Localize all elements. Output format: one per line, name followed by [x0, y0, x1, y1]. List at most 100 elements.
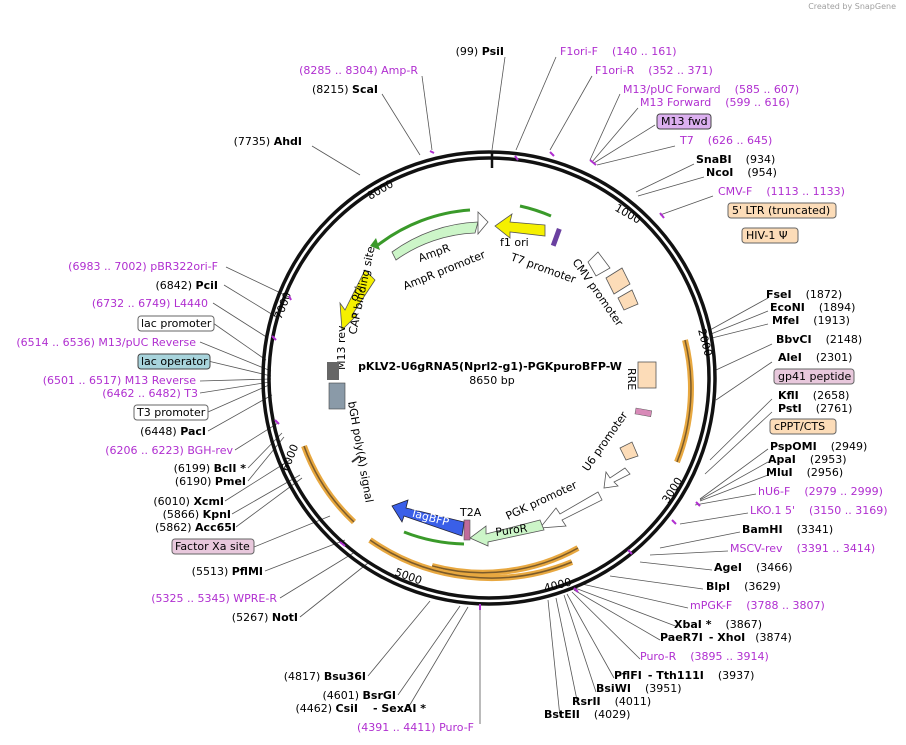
svg-text:XbaI *(3867): XbaI *(3867) [674, 618, 762, 631]
svg-text:BbvCI(2148): BbvCI(2148) [776, 333, 862, 346]
apai-name: ApaI [768, 453, 796, 466]
svg-text:(6199) BclI *: (6199) BclI * [174, 462, 247, 475]
svg-text:F1ori-F(140 .. 161): F1ori-F(140 .. 161) [560, 45, 677, 58]
f1-ori-label: f1 ori [500, 236, 529, 249]
svg-text:(4462) CsiI: (4462) CsiI [295, 702, 358, 715]
pbr322-pos: (6983 .. 7002) [68, 260, 147, 273]
pbr322-name: pBR322ori-F [150, 260, 218, 273]
ampr-primer-name: Amp-R [381, 64, 418, 77]
apai-pos: (2953) [810, 453, 847, 466]
kfli-pos: (2658) [813, 389, 850, 402]
bcli-name: BclI * [214, 462, 247, 475]
xhoi-name: - XhoI [709, 631, 745, 644]
primer-ticks [271, 150, 701, 610]
lko-name: LKO.1 5' [750, 504, 795, 517]
u6-box [619, 441, 639, 461]
svg-text:(4601) BsrGI: (4601) BsrGI [322, 689, 396, 702]
bgh-tick [351, 455, 361, 463]
m13puc-rev-name: M13/pUC Reverse [98, 336, 196, 349]
bamhi-name: BamHI [742, 523, 783, 536]
svg-text:LKO.1 5'(3150 .. 3169): LKO.1 5'(3150 .. 3169) [750, 504, 888, 517]
orange-arc-left-core [303, 445, 355, 523]
u6-arrow [603, 467, 631, 489]
tagbfp-feature [391, 499, 465, 537]
snabi-name: SnaBI [696, 153, 732, 166]
svg-text:(8215) ScaI: (8215) ScaI [312, 83, 378, 96]
kpni-pos: (5866) [163, 508, 200, 521]
puro-f-name: Puro-F [439, 721, 474, 734]
svg-text:PaeR7I- XhoI(3874): PaeR7I - XhoI (3874) [660, 631, 792, 644]
psti-name: PstI [778, 402, 802, 415]
svg-text:PspOMI(2949): PspOMI(2949) [770, 440, 867, 453]
mfei-pos: (1913) [813, 314, 850, 327]
right-labels: F1ori-F(140 .. 161) F1ori-R(352 .. 371) … [544, 45, 888, 721]
ampr-primer-pos: (8285 .. 8304) [299, 64, 378, 77]
ampr-promoter-arrow [477, 211, 489, 236]
mpgk-f-pos: (3788 .. 3807) [746, 599, 825, 612]
mscv-rev-pos: (3391 .. 3414) [797, 542, 876, 555]
svg-text:(6010) XcmI: (6010) XcmI [153, 495, 224, 508]
ruler-7000: 7000 [272, 290, 295, 321]
m13-fwd-pos: (599 .. 616) [725, 96, 790, 109]
kfli-name: KflI [778, 389, 799, 402]
mscv-rev-name: MSCV-rev [730, 542, 783, 555]
svg-text:(8285 .. 8304) Amp-R: (8285 .. 8304) Amp-R [299, 64, 418, 77]
scai-name: ScaI [352, 83, 378, 96]
bsu36i-name: Bsu36I [324, 670, 366, 683]
backbone-outer [261, 150, 717, 606]
tagbfp-arc [403, 530, 465, 546]
noti-pos: (5267) [232, 611, 269, 624]
m13-rev-primer-name: M13 Reverse [125, 374, 196, 387]
xcmi-name: XcmI [193, 495, 224, 508]
factor-xa-box: Factor Xa site [175, 540, 250, 553]
f1ori-r-name: F1ori-R [595, 64, 635, 77]
bsrgi-pos: (4601) [322, 689, 359, 702]
t3-name: T3 [183, 387, 198, 400]
psti-pos: (2761) [816, 402, 853, 415]
csii-name: CsiI [336, 702, 358, 715]
cmv-f-pos: (1113 .. 1133) [766, 185, 845, 198]
l4440-pos: (6732 .. 6749) [92, 297, 171, 310]
rsrii-pos: (4011) [615, 695, 652, 708]
f1ori-f-name: F1ori-F [560, 45, 598, 58]
m13-fwd-name: M13 Forward [640, 96, 711, 109]
svg-text:(6190) PmeI: (6190) PmeI [175, 475, 246, 488]
lac-promoter-box: lac promoter [141, 317, 212, 330]
blpi-name: BlpI [706, 580, 730, 593]
ori-label: ori [347, 285, 365, 304]
svg-text:M13 Forward(599 .. 616): M13 Forward (599 .. 616) [640, 96, 790, 109]
agei-name: AgeI [714, 561, 742, 574]
blpi-pos: (3629) [744, 580, 781, 593]
m13puc-fwd-pos: (585 .. 607) [735, 83, 800, 96]
xhoi-pos: (3874) [755, 631, 792, 644]
svg-text:MSCV-rev(3391 .. 3414): MSCV-rev (3391 .. 3414) [730, 542, 875, 555]
pcii-pos: (6842) [155, 279, 192, 292]
svg-text:BamHI(3341): BamHI (3341) [742, 523, 833, 536]
f1ori-r-pos: (352 .. 371) [648, 64, 713, 77]
svg-text:ApaI(2953): ApaI (2953) [768, 453, 846, 466]
agei-pos: (3466) [756, 561, 793, 574]
cmv-arrow [587, 251, 611, 277]
rre-label: RRE [625, 368, 638, 390]
plasmid-size: 8650 bp [469, 374, 514, 387]
t7-pos: (626 .. 645) [708, 134, 773, 147]
ruler-6000: 6000 [279, 442, 302, 473]
bgh-rev-pos: (6206 .. 6223) [105, 444, 184, 457]
f1-ori-feature [494, 213, 546, 239]
svg-text:RsrII(4011): RsrII(4011) [572, 695, 651, 708]
bsu36i-pos: (4817) [284, 670, 321, 683]
sexai-name: - SexAI * [373, 702, 426, 715]
xbai-pos: (3867) [725, 618, 762, 631]
bamhi-pos: (3341) [797, 523, 834, 536]
pflmi-name: PflMI [232, 565, 263, 578]
svg-text:(6501 .. 6517) M13 Reverse: (6501 .. 6517) M13 Reverse [43, 374, 196, 387]
svg-text:(5325 .. 5345) WPRE-R: (5325 .. 5345) WPRE-R [151, 592, 277, 605]
hu6-f-name: hU6-F [758, 485, 790, 498]
bbvci-name: BbvCI [776, 333, 812, 346]
left-boxes: lac promoter lac operator T3 promoter Fa… [133, 315, 255, 555]
t3-pos: (6462 .. 6482) [102, 387, 181, 400]
bsiwi-pos: (3951) [645, 682, 682, 695]
ahdi-name: AhdI [274, 135, 302, 148]
paer7i-name: PaeR7I [660, 631, 703, 644]
svg-text:(6462 .. 6482) T3: (6462 .. 6482) T3 [102, 387, 198, 400]
